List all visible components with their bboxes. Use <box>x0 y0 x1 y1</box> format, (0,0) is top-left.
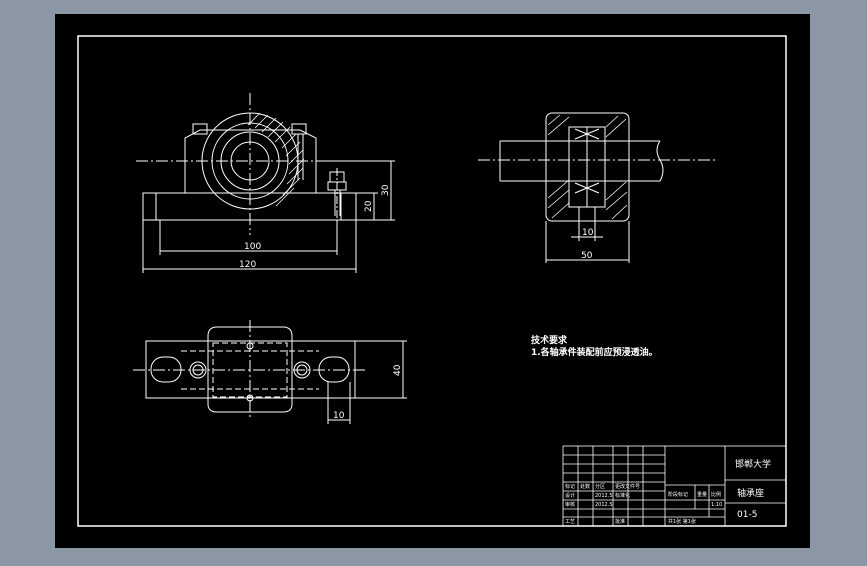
front-base <box>142 192 357 221</box>
tb-school: 邯郸大学 <box>735 458 771 470</box>
dim-label-top-10: 10 <box>333 411 345 421</box>
tb-n1: 处数 <box>580 483 590 490</box>
dim-label-100: 100 <box>244 242 261 252</box>
tb-ratio-label: 比例 <box>711 491 721 498</box>
side-view <box>478 112 716 263</box>
top-view <box>133 320 407 424</box>
dim-label-side-10: 10 <box>582 228 594 238</box>
side-housing <box>545 112 630 222</box>
top-bolt-hole-inner <box>296 364 308 376</box>
front-body <box>184 129 317 193</box>
tb-role: 标记 <box>565 483 575 490</box>
tb-weight-label: 重量 <box>697 491 707 498</box>
side-bearing-cross <box>574 128 600 140</box>
top-bolt-hole-inner <box>192 364 204 376</box>
title-block-frame <box>562 445 787 527</box>
tb-date: 标准化 <box>615 492 630 499</box>
tb-n2: 2012.5 <box>595 493 613 499</box>
front-bearing-circle <box>220 131 280 191</box>
tb-stage-label: 阶段标记 <box>668 491 688 498</box>
title-block <box>562 445 787 527</box>
tb-n2: 2012.5 <box>595 502 613 508</box>
top-body <box>207 326 293 413</box>
tb-scale: 1:10 <box>711 502 722 508</box>
front-shaft-circle <box>230 141 270 181</box>
top-base-plate <box>145 340 356 399</box>
dim-label-40: 40 <box>393 364 403 376</box>
front-bolt-right <box>291 123 307 135</box>
tb-n2: 分区 <box>595 483 605 490</box>
top-bolt-hole <box>189 361 207 379</box>
side-hatch <box>547 114 628 220</box>
top-oil-hole <box>246 394 254 402</box>
dim-label-120: 120 <box>239 260 256 270</box>
top-bolt-hole <box>293 361 311 379</box>
tb-role: 工艺 <box>565 519 575 525</box>
front-hatch <box>247 112 305 207</box>
side-shaft-break <box>656 140 664 182</box>
tb-part-name: 轴承座 <box>737 487 764 499</box>
top-oil-hole <box>246 342 254 350</box>
side-bearing-cross <box>574 182 600 194</box>
tb-date: 更改文件号 <box>615 483 640 490</box>
notes-heading: 技术要求 <box>531 334 568 346</box>
top-slot-left <box>150 356 182 383</box>
front-bolt-left <box>192 123 208 135</box>
top-slot-right <box>318 356 350 383</box>
tb-drawing-no: 01-5 <box>737 510 757 520</box>
tb-sheet-info: 共1张 第1张 <box>668 518 696 525</box>
tb-role: 审核 <box>565 501 575 508</box>
front-view <box>136 93 395 273</box>
notes-line-1: 1.各轴承件装配前应预浸透油。 <box>531 346 658 358</box>
tb-date: 批准 <box>615 518 625 525</box>
dim-label-30: 30 <box>381 184 391 196</box>
dim-label-50: 50 <box>581 251 593 261</box>
tb-role: 设计 <box>565 492 575 499</box>
drawing-border <box>77 35 787 527</box>
dim-label-20: 20 <box>364 200 374 212</box>
drawing-sheet <box>55 14 810 548</box>
